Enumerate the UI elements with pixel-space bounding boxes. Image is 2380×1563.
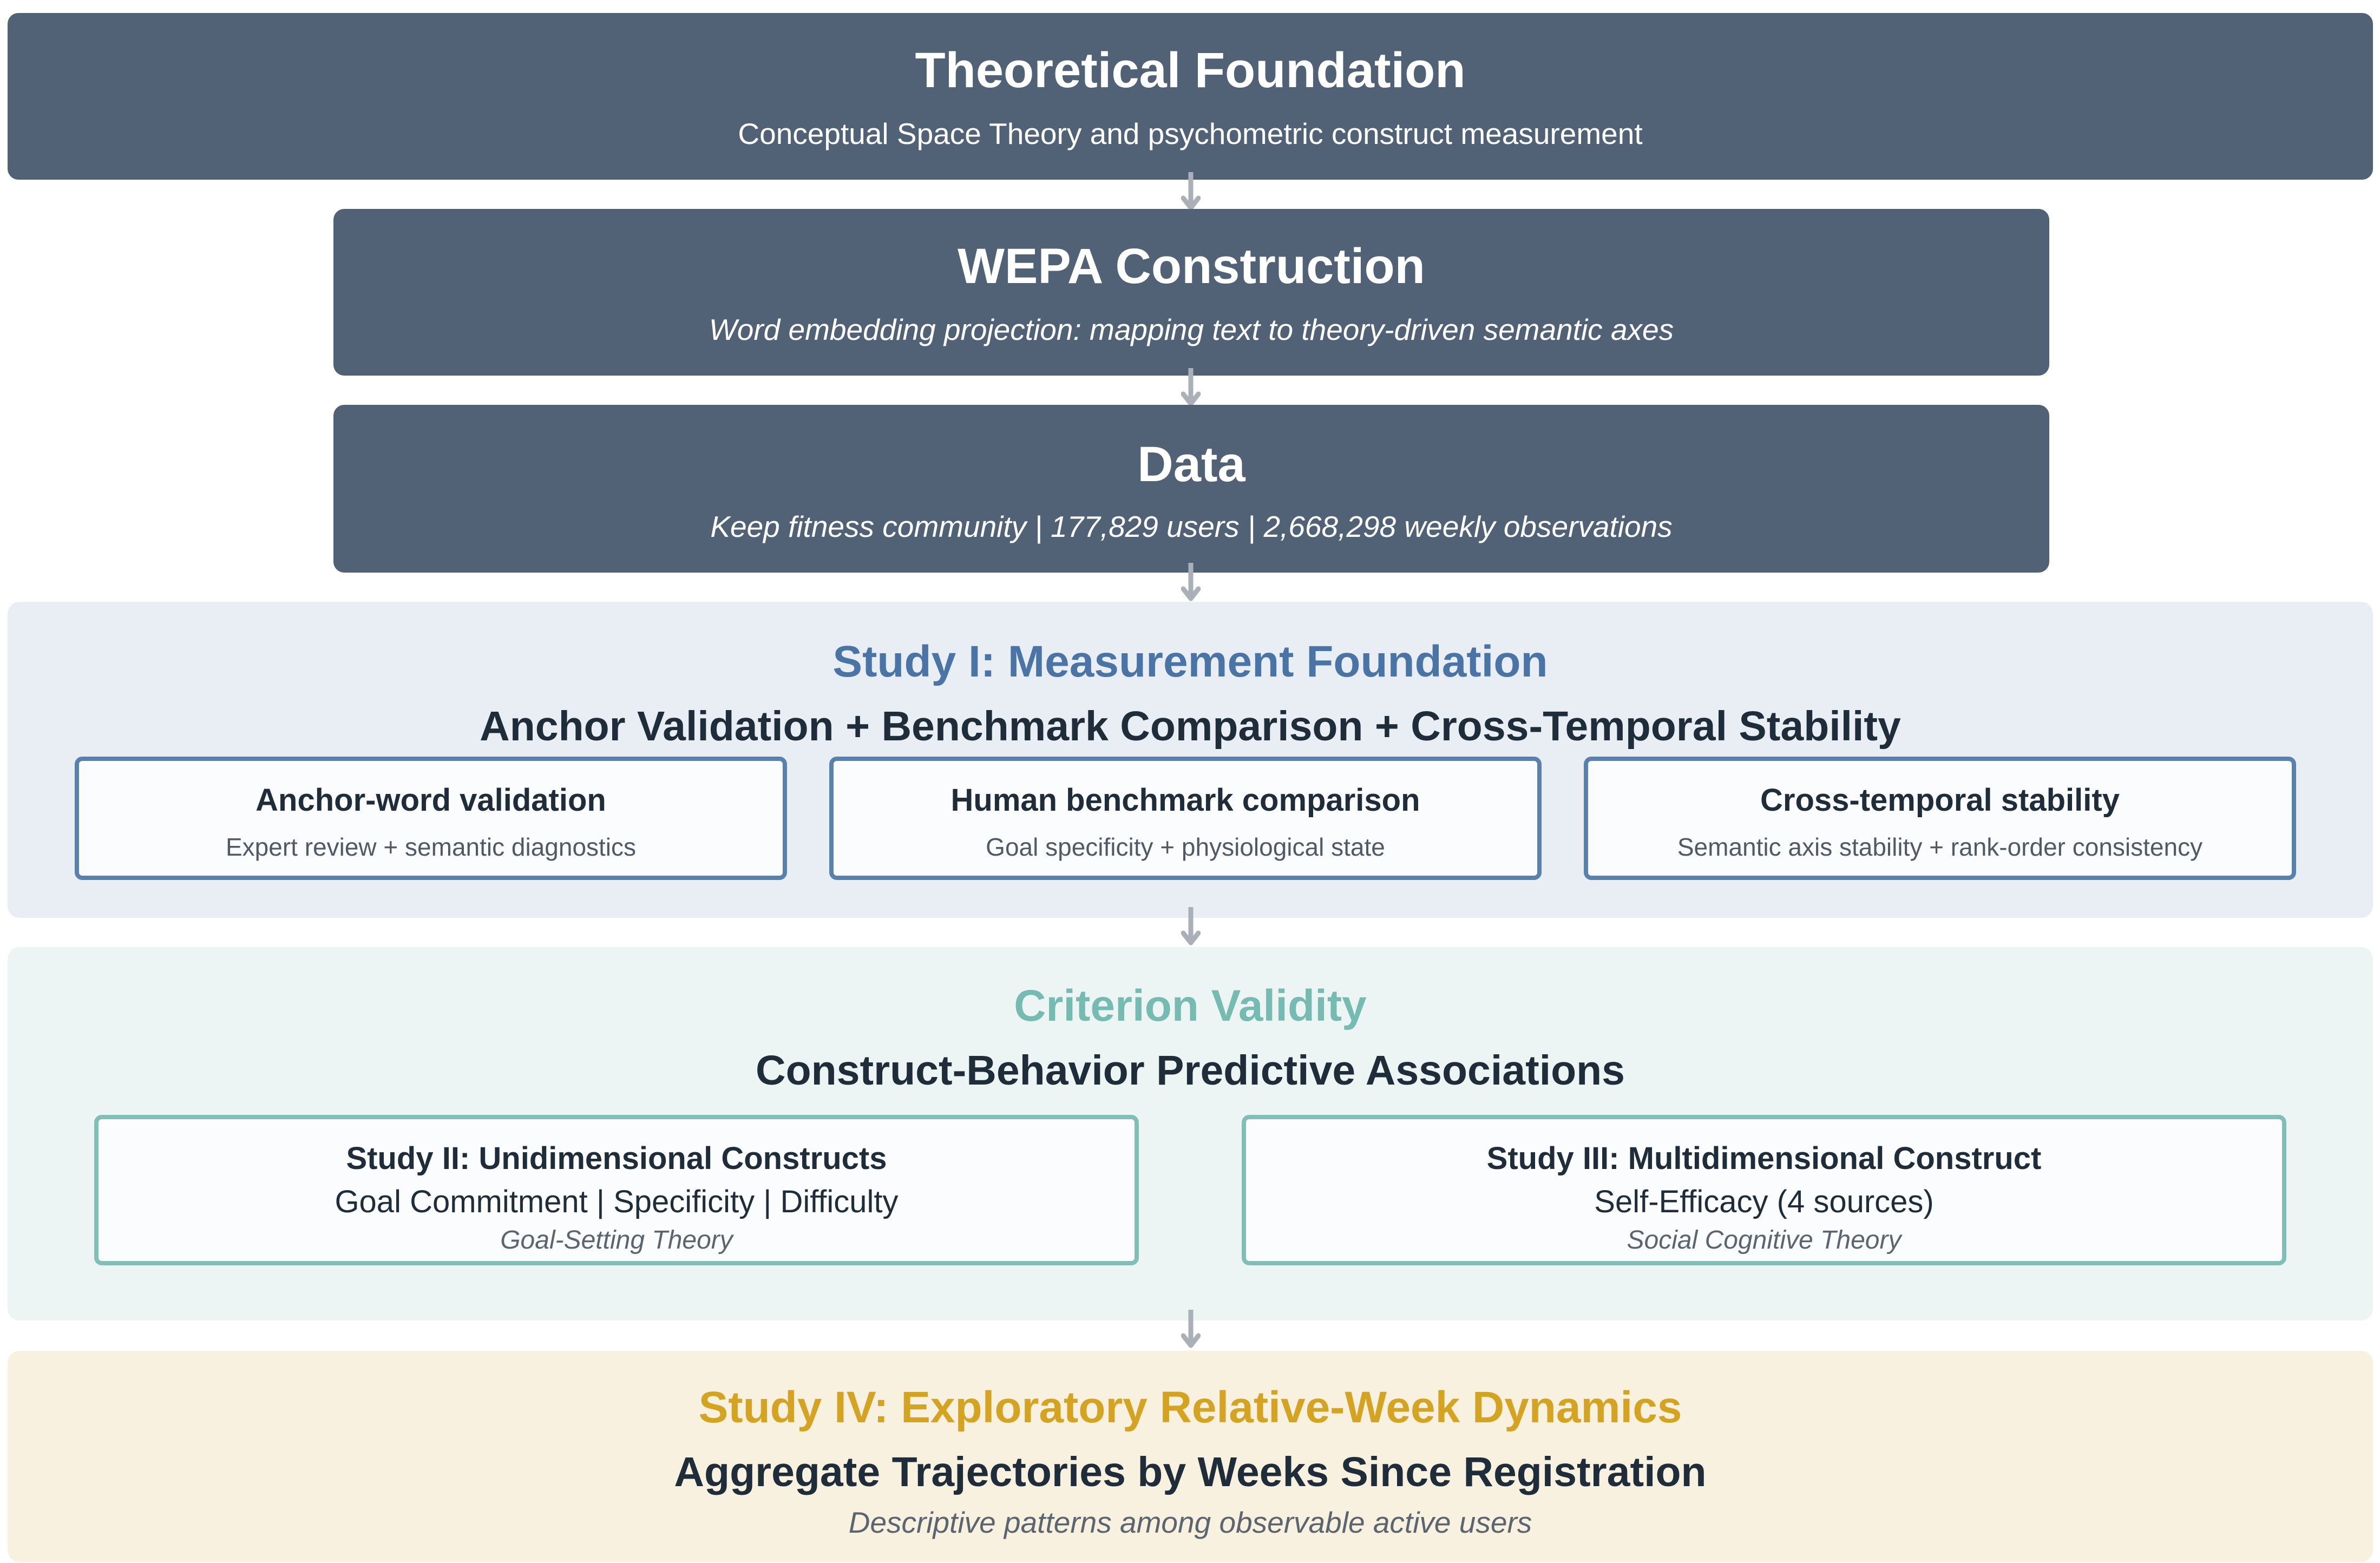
study2-title: Study II: Unidimensional Constructs — [346, 1141, 887, 1176]
human-benchmark-card: Human benchmark comparison Goal specific… — [829, 757, 1542, 880]
criterion-validity-subtitle: Construct-Behavior Predictive Associatio… — [755, 1047, 1625, 1094]
cross-temporal-stability-card: Cross-temporal stability Semantic axis s… — [1584, 757, 2296, 880]
study3-card: Study III: Multidimensional Construct Se… — [1242, 1115, 2286, 1265]
study3-theory: Social Cognitive Theory — [1627, 1226, 1902, 1255]
study3-constructs: Self-Efficacy (4 sources) — [1594, 1184, 1934, 1219]
wepa-construction-subtitle: Word embedding projection: mapping text … — [709, 313, 1674, 346]
theoretical-foundation-box: Theoretical Foundation Conceptual Space … — [8, 13, 2373, 180]
wepa-construction-title: WEPA Construction — [958, 239, 1425, 294]
arrow-down-icon — [1181, 563, 1201, 601]
study2-theory: Goal-Setting Theory — [500, 1226, 733, 1255]
study1-title: Study I: Measurement Foundation — [832, 637, 1548, 686]
arrow-down-icon — [1181, 1310, 1201, 1348]
study3-title: Study III: Multidimensional Construct — [1486, 1141, 2042, 1176]
study1-subtitle: Anchor Validation + Benchmark Comparison… — [480, 703, 1901, 750]
data-box: Data Keep fitness community | 177,829 us… — [333, 405, 2049, 573]
data-subtitle: Keep fitness community | 177,829 users |… — [710, 510, 1673, 543]
theoretical-foundation-title: Theoretical Foundation — [915, 43, 1466, 98]
study4-title: Study IV: Exploratory Relative-Week Dyna… — [698, 1383, 1682, 1432]
study2-constructs: Goal Commitment | Specificity | Difficul… — [335, 1184, 899, 1219]
data-title: Data — [1137, 437, 1245, 492]
study4-panel: Study IV: Exploratory Relative-Week Dyna… — [8, 1351, 2373, 1562]
study2-card: Study II: Unidimensional Constructs Goal… — [94, 1115, 1139, 1265]
arrow-down-icon — [1181, 172, 1201, 211]
arrow-down-icon — [1181, 907, 1201, 945]
anchor-word-validation-card: Anchor-word validation Expert review + s… — [75, 757, 787, 880]
study1-panel: Study I: Measurement Foundation Anchor V… — [8, 602, 2373, 918]
study4-note: Descriptive patterns among observable ac… — [848, 1506, 1532, 1539]
card-description: Goal specificity + physiological state — [986, 833, 1385, 861]
card-title: Human benchmark comparison — [950, 783, 1420, 818]
card-description: Semantic axis stability + rank-order con… — [1677, 833, 2203, 861]
study4-subtitle: Aggregate Trajectories by Weeks Since Re… — [674, 1449, 1707, 1495]
card-description: Expert review + semantic diagnostics — [225, 833, 637, 861]
criterion-validity-title: Criterion Validity — [1014, 981, 1367, 1030]
wepa-construction-box: WEPA Construction Word embedding project… — [333, 209, 2049, 376]
card-title: Cross-temporal stability — [1760, 783, 2120, 818]
criterion-validity-panel: Criterion Validity Construct-Behavior Pr… — [8, 947, 2373, 1321]
card-title: Anchor-word validation — [255, 783, 606, 818]
arrow-down-icon — [1181, 368, 1201, 406]
theoretical-foundation-subtitle: Conceptual Space Theory and psychometric… — [738, 117, 1643, 150]
